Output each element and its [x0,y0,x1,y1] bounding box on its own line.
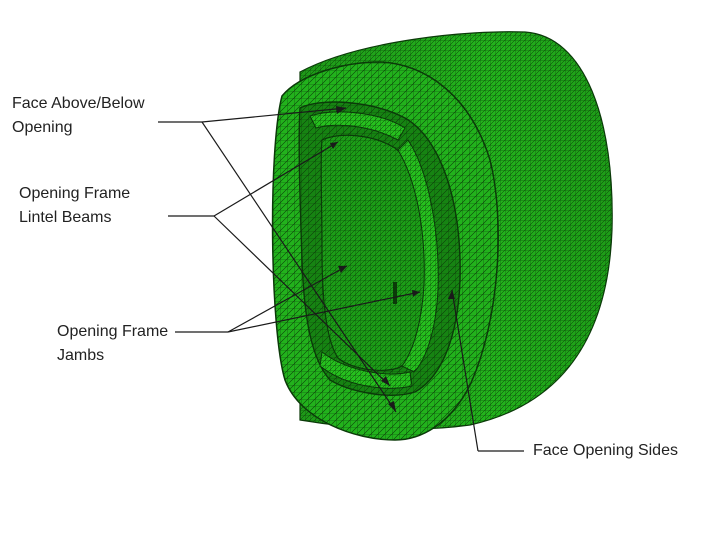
label-face-opening-sides-line1: Face Opening Sides [533,442,678,459]
label-face-opening-sides: Face Opening Sides [533,439,678,463]
label-lintel-beams-line1: Opening Frame [19,185,131,202]
arrowhead [388,401,396,412]
leader-lintel-beams [168,141,391,387]
arrowhead [448,290,455,299]
leader-jambs [175,265,421,333]
arrowhead [336,106,346,114]
label-jambs-line1: Opening Frame [57,323,169,340]
arrowhead [412,290,420,297]
leader-face-opening-sides [451,289,524,452]
label-lintel-beams-line2: Lintel Beams [19,209,112,226]
lintel-beam-bottom [319,351,413,389]
label-face-above-below-line2: Opening [12,119,73,136]
leader-face-above-below [158,107,397,413]
label-lintel-beams: Opening Frame Lintel Beams [19,182,130,230]
leader-arrowheads [330,106,455,412]
label-jambs-line2: Jambs [57,347,105,364]
opening-jamb [393,139,439,373]
arrowhead [338,266,347,273]
inner-panel [320,134,431,371]
arrowhead [330,142,338,149]
label-jambs: Opening Frame Jambs [57,320,168,368]
label-face-above-below: Face Above/Below Opening [12,92,145,140]
label-face-above-below-line1: Face Above/Below [12,95,145,112]
arrowhead [381,376,390,386]
leader-lines [158,107,524,452]
